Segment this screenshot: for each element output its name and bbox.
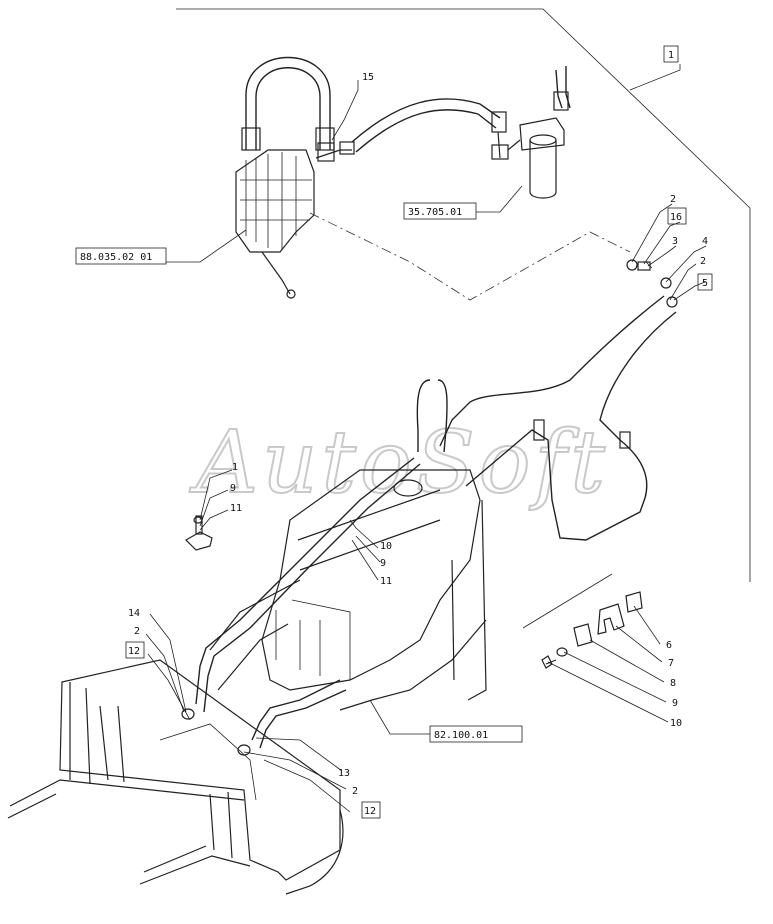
- loader-hoses: [416, 295, 677, 541]
- callout-9-b: 9: [380, 558, 386, 569]
- boxed-callout-1-text: 1: [668, 50, 674, 61]
- callout-2-c: 2: [134, 626, 140, 637]
- callout-bracket-top: 1: [232, 462, 238, 473]
- callout-15: 15: [362, 72, 374, 83]
- callout-2-d: 2: [352, 786, 358, 797]
- callout-2-b: 2: [700, 256, 706, 267]
- callout-8: 8: [670, 678, 676, 689]
- bucket-hoses: [181, 457, 421, 756]
- return-hose-loop: [241, 56, 335, 151]
- boxed-callout-16: 16: [667, 207, 687, 225]
- leader-lines: [145, 64, 707, 813]
- callout-10-b: 10: [670, 718, 682, 729]
- connection-lines: [309, 212, 631, 301]
- callout-9-a: 9: [230, 483, 236, 494]
- callout-10-a: 10: [380, 541, 392, 552]
- callout-3: 3: [672, 236, 678, 247]
- ref-filter-text: 35.705.01: [408, 207, 462, 218]
- boxed-callout-12-upper: 12: [125, 641, 145, 659]
- filter-supply-hose: [315, 98, 509, 162]
- group-outline: [176, 8, 751, 629]
- watermark-text: AutoSoft: [189, 413, 609, 513]
- ref-loader: 82.100.01: [429, 725, 523, 743]
- callout-7: 7: [668, 658, 674, 669]
- callout-9-c: 9: [672, 698, 678, 709]
- boxed-callout-16-text: 16: [670, 212, 682, 223]
- control-valve: [235, 149, 315, 299]
- callout-6: 6: [666, 640, 672, 651]
- boxed-callout-12-lower: 12: [361, 801, 381, 819]
- loader-frame: [209, 469, 487, 711]
- boxed-callout-12-upper-text: 12: [128, 646, 140, 657]
- callout-2-a: 2: [670, 194, 676, 205]
- callout-11-b: 11: [380, 576, 392, 587]
- callout-14: 14: [128, 608, 140, 619]
- mounting-bracket-left: [185, 515, 213, 551]
- callout-4: 4: [702, 236, 708, 247]
- ref-loader-text: 82.100.01: [434, 730, 488, 741]
- filter: [507, 66, 571, 199]
- boxed-callout-5-text: 5: [702, 278, 708, 289]
- boxed-callout-1: 1: [663, 45, 679, 63]
- ref-control-valve-text: 88.035.02 01: [80, 252, 152, 263]
- ref-control-valve: 88.035.02 01: [75, 247, 167, 265]
- callout-13: 13: [338, 768, 350, 779]
- boxed-callout-5: 5: [697, 273, 713, 291]
- fittings-group: [626, 259, 678, 308]
- ref-filter: 35.705.01: [403, 202, 477, 220]
- clamp-parts: [541, 591, 643, 669]
- callout-11-a: 11: [230, 503, 242, 514]
- boxed-callout-12-lower-text: 12: [364, 806, 376, 817]
- bucket: [7, 659, 344, 895]
